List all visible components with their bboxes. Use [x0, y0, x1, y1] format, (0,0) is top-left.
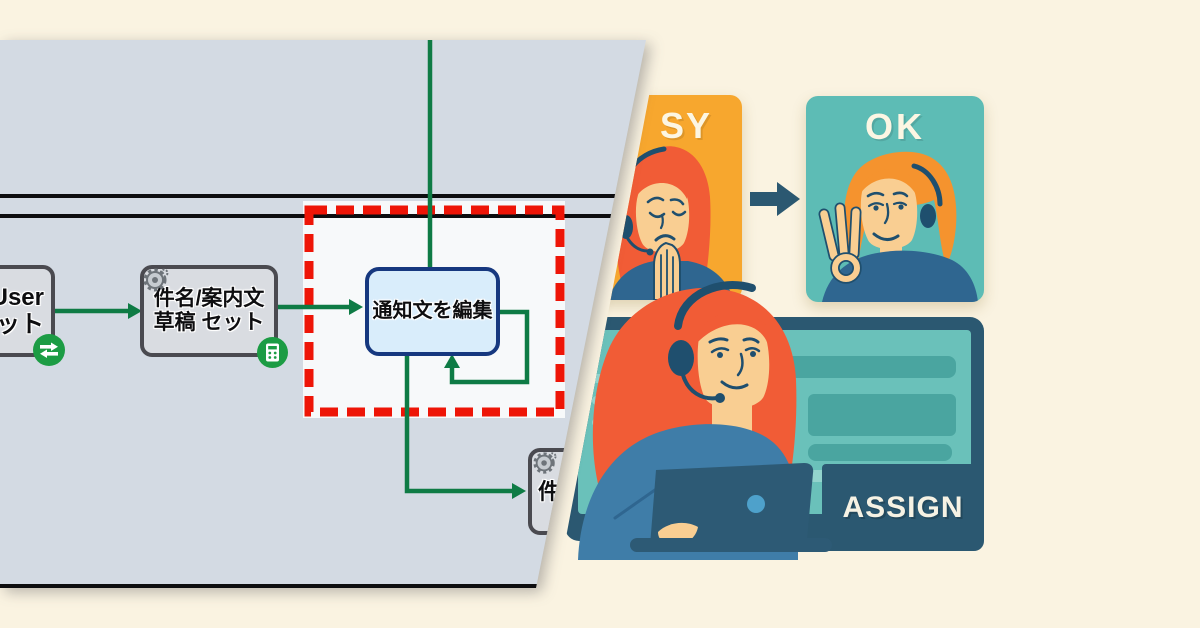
screen-line	[745, 356, 956, 378]
ok-card-label: OK	[865, 106, 925, 147]
screen-block	[808, 394, 956, 436]
gear-icon	[533, 452, 557, 474]
assign-panel: ASSIGN	[822, 464, 984, 551]
node-label: ット	[0, 311, 44, 338]
node-label: 件	[538, 478, 561, 504]
swimlane-divider	[0, 214, 646, 218]
transition-arrow-icon	[750, 182, 800, 216]
screenshot-bottom-edge	[0, 584, 646, 588]
support-agent-illustration	[578, 281, 832, 560]
swimlane-divider	[0, 194, 646, 198]
ok-card: OK	[806, 96, 984, 302]
calculator-icon	[257, 337, 288, 368]
node-label: 件名/案内文	[153, 287, 265, 311]
screen-line	[808, 444, 952, 461]
node-label: User	[0, 283, 44, 311]
node-label: 通知文を編集	[372, 300, 493, 323]
task-node-partial[interactable]: 件	[528, 448, 623, 535]
flow-arrowhead	[128, 303, 142, 319]
swap-arrows-icon	[33, 334, 65, 366]
flow-arrowhead	[444, 354, 460, 368]
flow-connectors	[55, 40, 530, 499]
ok-agent-illustration	[818, 151, 978, 302]
highlight-dashed-border	[304, 205, 565, 417]
busy-card-label: SY	[659, 105, 712, 146]
assign-label: ASSIGN	[842, 490, 964, 524]
gear-icon	[143, 268, 169, 292]
flow-arrowhead	[349, 299, 363, 315]
flow-arrowhead	[512, 483, 526, 499]
task-node-edit-notification[interactable]: 通知文を編集	[365, 267, 500, 356]
task-node-user-set[interactable]: User ット	[0, 265, 65, 366]
node-label: 草稿 セット	[153, 311, 265, 334]
task-node-draft-set[interactable]: 件名/案内文 草稿 セット	[140, 265, 288, 368]
